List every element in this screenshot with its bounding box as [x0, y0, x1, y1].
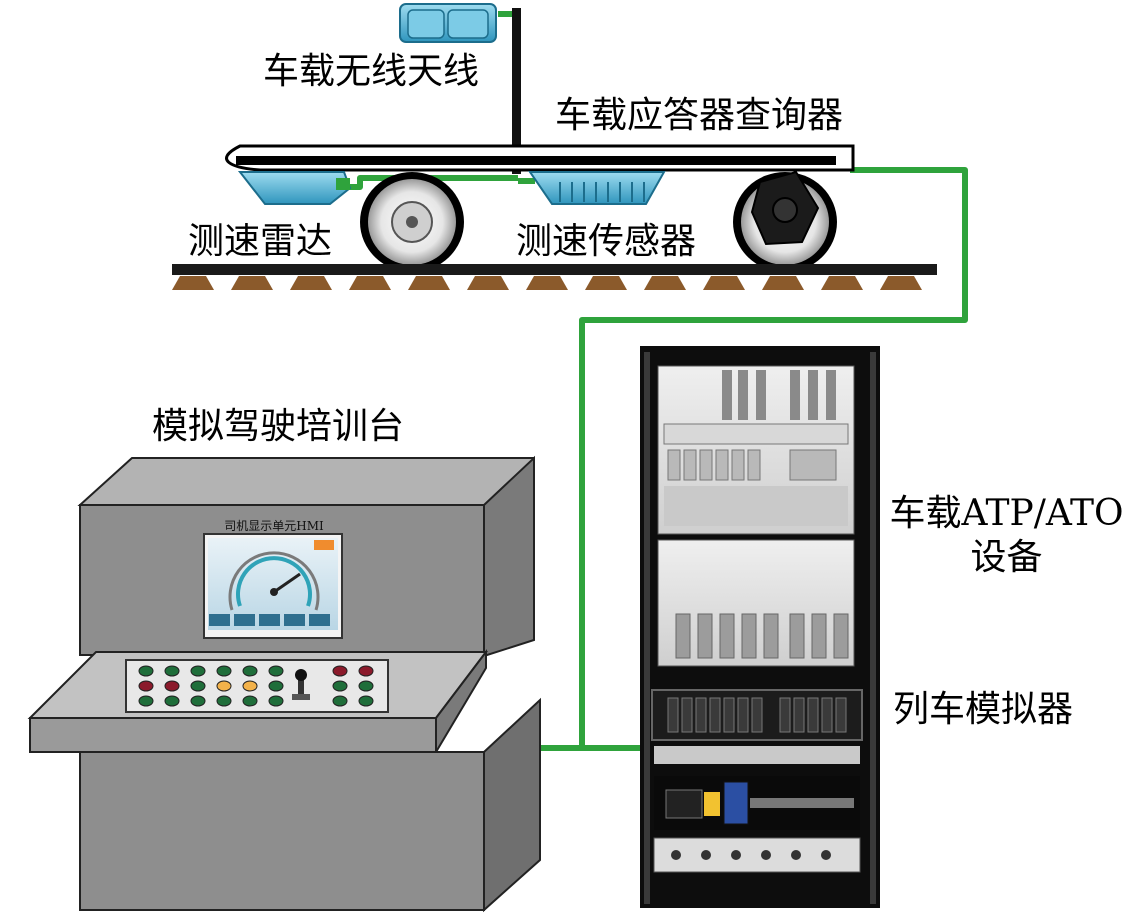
- cable-train-to-rack: [350, 11, 968, 751]
- label-atp-ato-line1: 车载ATP/ATO: [889, 493, 1124, 534]
- label-speed-sensor: 测速传感器: [516, 221, 697, 262]
- button-panel: [125, 659, 389, 713]
- train-body: [225, 144, 855, 172]
- label-balise-reader: 车载应答器查询器: [555, 95, 844, 136]
- speed-sensor-icon: [528, 171, 666, 205]
- antenna-mast: [512, 8, 521, 174]
- hmi-screen: [203, 533, 343, 639]
- radar-icon: [237, 171, 352, 205]
- antenna-icon: [399, 3, 497, 43]
- rack-icon: [640, 346, 880, 908]
- wheel-icon: [360, 172, 464, 272]
- label-atp-ato: 车载ATP/ATO 设备: [884, 492, 1129, 580]
- label-radar: 测速雷达: [188, 221, 333, 262]
- label-train-simulator: 列车模拟器: [893, 689, 1074, 730]
- label-training-console: 模拟驾驶培训台: [152, 406, 405, 447]
- label-antenna: 车载无线天线: [263, 51, 480, 92]
- hmi-label: 司机显示单元HMI: [224, 519, 324, 533]
- label-atp-ato-line2: 设备: [970, 537, 1043, 578]
- balise-reader-icon: [750, 170, 820, 246]
- track: [172, 264, 937, 290]
